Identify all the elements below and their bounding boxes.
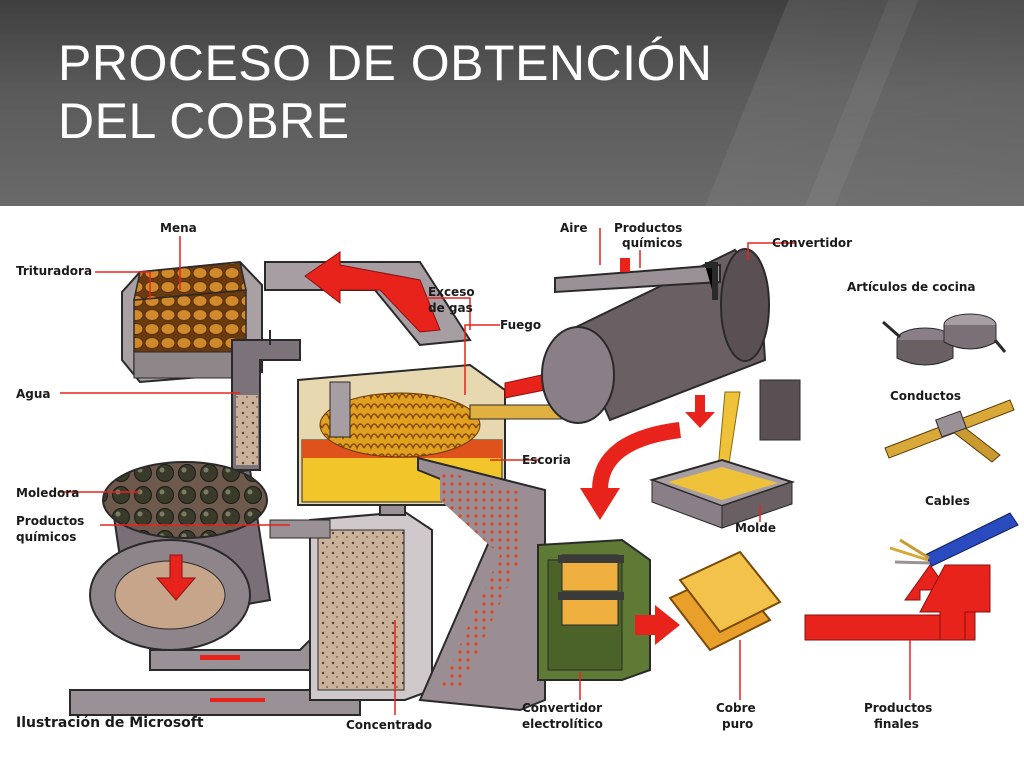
cobre-puro-plates	[668, 550, 782, 652]
label-trituradora: Trituradora	[16, 264, 92, 278]
copper-process-diagram: Mena Trituradora Agua Moledora Productos…	[0, 206, 1024, 768]
moledora-machine	[89, 461, 272, 651]
electrolytic-to-pure-arrow	[635, 605, 680, 645]
pipe-bottom	[69, 689, 361, 716]
label-productos-finales-1: Productos	[864, 701, 932, 715]
title-banner: PROCESO DE OBTENCIÓN DEL COBRE	[0, 0, 1024, 206]
leader-lines	[60, 228, 911, 715]
label-productos-quimicos-left-2: químicos	[16, 530, 76, 544]
label-mena: Mena	[160, 221, 197, 235]
conductos-illustration	[884, 399, 1015, 463]
articulos-cocina-illustration	[882, 313, 1007, 366]
label-cobre-puro-1: Cobre	[716, 701, 756, 715]
label-credit: Ilustración de Microsoft	[16, 715, 204, 731]
label-conductos: Conductos	[890, 389, 961, 403]
molde-mold	[648, 458, 796, 529]
label-exceso-gas-2: de gas	[428, 301, 473, 315]
concentrador-tank	[269, 510, 433, 701]
trituradora-machine	[121, 260, 263, 384]
molten-copper-pour	[717, 391, 741, 471]
label-fuego: Fuego	[500, 318, 541, 332]
aire-pipe	[554, 263, 721, 294]
label-moledora: Moledora	[16, 486, 79, 500]
slide-title-line-1: PROCESO DE OBTENCIÓN	[58, 35, 713, 91]
label-articulos-cocina: Artículos de cocina	[847, 280, 976, 294]
label-convertidor-electrolitico-2: electrolítico	[522, 717, 603, 731]
label-escoria: Escoria	[522, 453, 571, 467]
ore-flow	[236, 395, 258, 465]
slide-title: PROCESO DE OBTENCIÓN DEL COBRE	[58, 34, 858, 150]
label-cables: Cables	[925, 494, 970, 508]
label-productos-quimicos-top-2: químicos	[622, 236, 682, 250]
label-molde: Molde	[735, 521, 776, 535]
label-convertidor: Convertidor	[772, 236, 852, 250]
label-cobre-puro-2: puro	[722, 717, 753, 731]
slide-title-line-2: DEL COBRE	[58, 93, 350, 149]
diagram-labels: Mena Trituradora Agua Moledora Productos…	[16, 221, 976, 732]
diagram-canvas: Mena Trituradora Agua Moledora Productos…	[16, 221, 1019, 732]
label-convertidor-electrolitico-1: Convertidor	[522, 701, 602, 715]
label-agua: Agua	[16, 387, 51, 401]
exceso-gas-arrow	[304, 251, 441, 333]
label-productos-quimicos-top-1: Productos	[614, 221, 682, 235]
convertidor-electrolitico	[537, 538, 651, 681]
label-productos-quimicos-left-1: Productos	[16, 514, 84, 528]
label-exceso-gas-1: Exceso	[428, 285, 475, 299]
escoria-flow	[440, 470, 520, 690]
productos-finales-arrow-head	[919, 564, 991, 641]
label-productos-finales-2: finales	[874, 717, 919, 731]
label-concentrado: Concentrado	[346, 718, 432, 732]
converter-to-electrolytic-arrow	[592, 422, 682, 491]
label-aire: Aire	[560, 221, 587, 235]
cables-illustration	[889, 512, 1019, 567]
